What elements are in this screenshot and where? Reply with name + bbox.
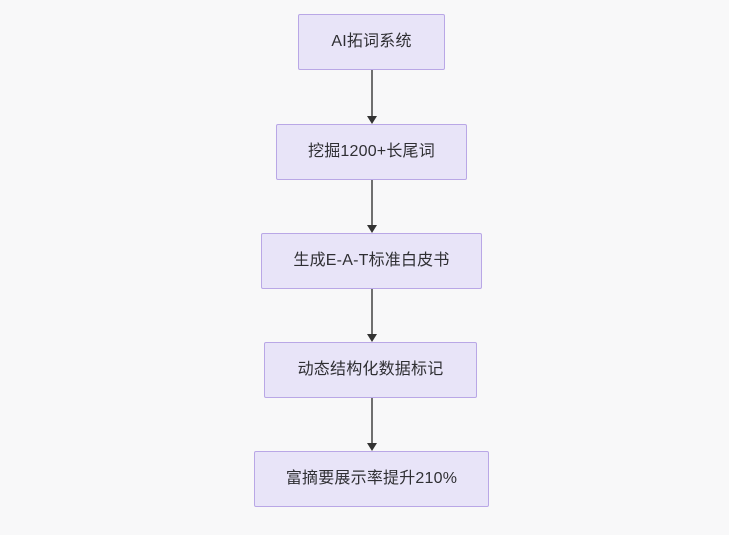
arrowhead-icon [367, 443, 377, 451]
flow-edge-n2-n3 [366, 180, 378, 233]
flow-node-rich-snippet-result[interactable]: 富摘要展示率提升210% [254, 451, 489, 507]
flow-node-label: 挖掘1200+长尾词 [308, 143, 435, 160]
arrowhead-icon [367, 225, 377, 233]
edge-line [371, 398, 373, 443]
flow-node-ai-keyword-system[interactable]: AI拓词系统 [298, 14, 445, 70]
flow-edge-n4-n5 [366, 398, 378, 451]
flow-node-structured-data-markup[interactable]: 动态结构化数据标记 [264, 342, 477, 398]
flow-node-eat-whitepaper[interactable]: 生成E-A-T标准白皮书 [261, 233, 482, 289]
edge-line [371, 289, 373, 334]
flow-node-label: 生成E-A-T标准白皮书 [293, 252, 450, 269]
flow-node-label: AI拓词系统 [331, 33, 412, 50]
edge-line [371, 70, 373, 116]
flow-edge-n1-n2 [366, 70, 378, 124]
edge-line [371, 180, 373, 225]
flow-edge-n3-n4 [366, 289, 378, 342]
flow-node-label: 动态结构化数据标记 [297, 361, 444, 378]
flow-node-longtail-keywords[interactable]: 挖掘1200+长尾词 [276, 124, 467, 180]
flow-node-label: 富摘要展示率提升210% [285, 470, 458, 487]
arrowhead-icon [367, 116, 377, 124]
arrowhead-icon [367, 334, 377, 342]
